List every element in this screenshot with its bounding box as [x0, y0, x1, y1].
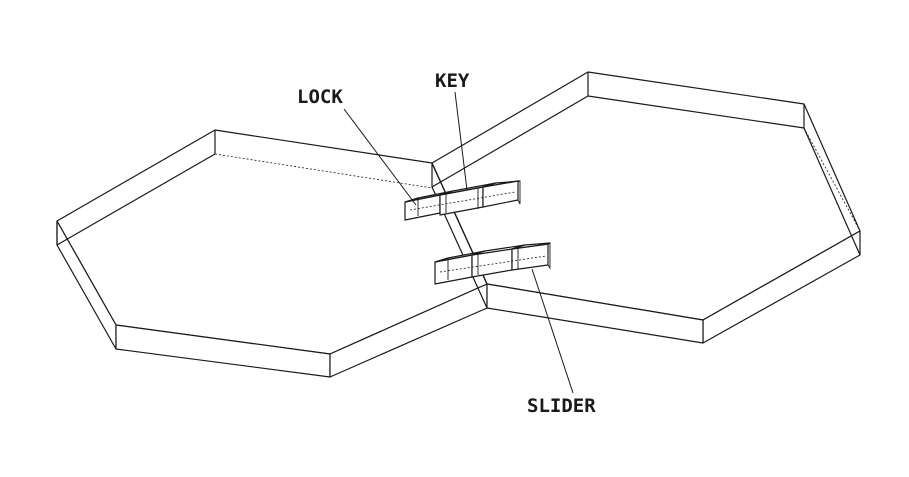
right-hexagon-plate [431, 71, 861, 344]
lower-connector-hidden-line [439, 255, 547, 273]
key-end-cap [517, 180, 521, 205]
left-plate-hidden-edge [214, 153, 433, 189]
slider-end-cap [547, 242, 551, 270]
right-plate-hidden-edge [803, 127, 861, 232]
lower-connector [434, 242, 551, 285]
right-plate-inner-edge [431, 95, 861, 256]
key-leader-line [454, 91, 468, 191]
slider-label: SLIDER [527, 395, 596, 417]
upper-connector-hidden-line [409, 191, 516, 211]
lock-leader-line [343, 108, 417, 206]
upper-connector [404, 180, 521, 221]
key-label: KEY [435, 70, 470, 92]
left-hexagon-plate [56, 129, 488, 378]
lock-label: LOCK [297, 86, 343, 108]
left-plate-inner-edge-1 [56, 153, 216, 246]
slider-leader-line [531, 268, 574, 394]
